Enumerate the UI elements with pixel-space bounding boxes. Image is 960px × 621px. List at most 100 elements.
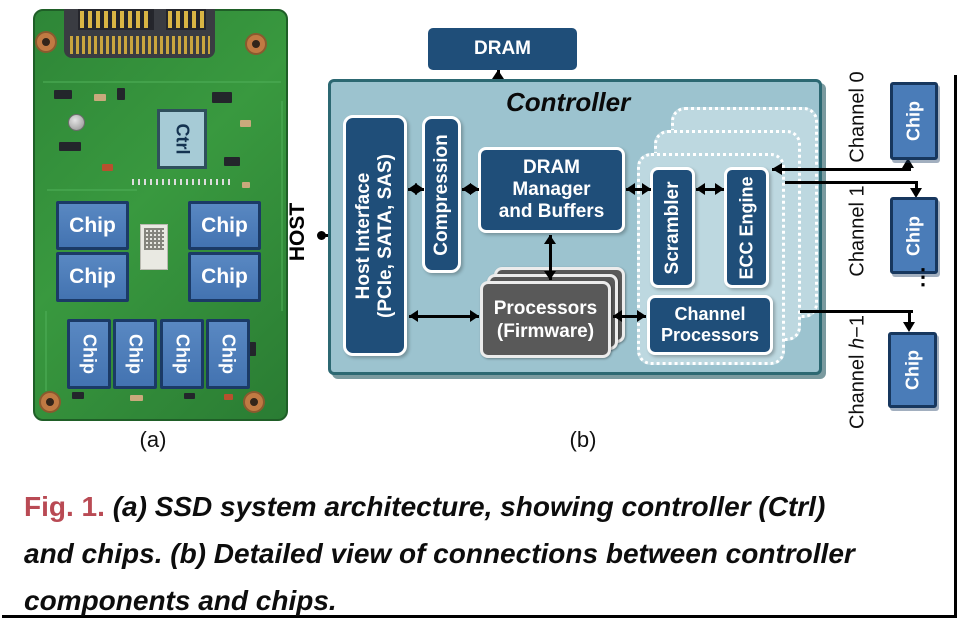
host-interface-box: Host Interface (PCIe, SATA, SAS)	[343, 115, 407, 356]
panel-b-label: (b)	[569, 427, 597, 452]
bottom-border-rule	[2, 615, 957, 618]
channel1-bus-drop	[915, 181, 918, 189]
channel-processors-line2: Processors	[660, 325, 760, 345]
dram-manager-line3: and Buffers	[498, 201, 605, 222]
channelh-chip: Chip	[888, 332, 937, 408]
dram-box: DRAM	[428, 28, 577, 70]
pcb-component	[59, 142, 81, 151]
channel-ellipsis: ⋮	[912, 264, 934, 289]
channel0-chip-arrowhead	[902, 158, 914, 168]
dram-manager-line2: Manager	[512, 179, 591, 200]
pcb-component	[242, 182, 250, 188]
chip-label: Chip	[69, 265, 116, 288]
scrambler-label: Scrambler	[661, 181, 683, 274]
channel-processors-box: Channel Processors	[647, 295, 773, 355]
channelh-chip-arrowhead	[903, 322, 915, 332]
chip-label: Chip	[902, 350, 922, 390]
sata-pins-segment	[78, 9, 154, 30]
channelh-label: Channel h−1	[847, 315, 870, 429]
controller-title: Controller	[506, 87, 631, 117]
pcb-component	[72, 392, 84, 399]
board-label-code	[144, 228, 164, 250]
flash-chip-overlay: Chip	[160, 319, 204, 389]
compression-label: Compression	[430, 133, 452, 256]
pcb-trace	[281, 101, 283, 311]
host-connection-dot	[317, 231, 326, 240]
pcb-component	[54, 90, 72, 99]
chip-label: Chip	[79, 334, 100, 374]
flash-chip-overlay: Chip	[113, 319, 157, 389]
board-label	[140, 224, 168, 270]
chip-label: Chip	[218, 334, 239, 374]
dram-manager-line1: DRAM	[523, 157, 580, 178]
host-interface-line1: Host Interface	[353, 172, 374, 299]
caption-line2: and chips. (b) Detailed view of connecti…	[24, 538, 855, 569]
pcb-component	[117, 88, 125, 100]
ecc-engine-box: ECC Engine	[724, 167, 769, 288]
channelh-var: h	[846, 337, 869, 349]
host-interface-label: Host Interface (PCIe, SATA, SAS)	[353, 154, 397, 318]
channel1-chip: Chip	[890, 197, 938, 274]
channel1-label-wrap: Channel 1	[845, 183, 871, 279]
ctrl-label: Ctrl	[172, 123, 193, 155]
arrow-drammanager-processors	[544, 235, 556, 280]
chip-label: Chip	[903, 101, 924, 141]
figure-caption: Fig. 1. (a) SSD system architecture, sho…	[24, 483, 944, 621]
channelh-pre: Channel	[846, 348, 869, 429]
flash-chip-overlay: Chip	[67, 319, 111, 389]
panel-a-label: (a)	[139, 427, 167, 452]
channel1-bus-line	[785, 181, 918, 184]
arrow-scrambler-ecc	[696, 183, 724, 195]
channelh-label-wrap: Channel h−1	[845, 305, 871, 439]
dram-manager-box: DRAM Manager and Buffers	[478, 147, 625, 233]
chip-label: Chip	[69, 213, 116, 237]
screw-hole	[247, 35, 265, 53]
sata-pinfield	[70, 36, 210, 54]
controller-chip-overlay: Ctrl	[157, 109, 207, 169]
sata-pins-segment	[166, 9, 206, 30]
arrow-processors-channelproc	[613, 310, 646, 322]
screw-hole	[37, 33, 55, 51]
channelh-post: −1	[846, 315, 869, 338]
channel1-label: Channel 1	[846, 185, 869, 277]
channelh-bus-line	[800, 310, 913, 313]
pcb-component	[224, 157, 240, 166]
chip-label: Chip	[201, 213, 248, 237]
pin-header-row	[132, 179, 232, 185]
compression-box: Compression	[422, 116, 461, 273]
right-border-rule	[954, 75, 957, 618]
flash-chip-overlay: Chip	[56, 201, 129, 250]
flash-chip-overlay: Chip	[206, 319, 250, 389]
channel0-bus-line	[772, 168, 911, 171]
pcb-component	[224, 394, 233, 400]
ssd-board-photo: Ctrl Chip Chip Chip Chip Chip Chip Chip …	[33, 9, 288, 421]
flash-chip-overlay: Chip	[188, 252, 261, 302]
capacitor	[68, 114, 85, 131]
dram-label: DRAM	[474, 38, 531, 59]
flash-chip-overlay: Chip	[188, 201, 261, 250]
pcb-component	[102, 164, 113, 171]
pcb-component	[212, 92, 232, 103]
flash-chip-overlay: Chip	[56, 252, 129, 302]
ecc-engine-label: ECC Engine	[736, 175, 756, 280]
caption-text: (a) SSD system architecture, showing con…	[105, 491, 826, 522]
pcb-trace	[45, 311, 47, 391]
chip-label: Chip	[903, 215, 924, 256]
screw-hole	[41, 393, 59, 411]
screw-hole	[245, 393, 263, 411]
figure-number: Fig. 1.	[24, 491, 105, 522]
pcb-component	[184, 393, 195, 399]
arrow-drammanager-scrambler	[626, 183, 651, 195]
channel0-chip: Chip	[890, 82, 938, 160]
pcb-component	[94, 94, 106, 101]
host-label-wrap: HOST	[282, 195, 314, 269]
pcb-trace	[47, 189, 137, 191]
caption-line3: components and chips.	[24, 585, 337, 616]
channel0-bus-arrowhead-left	[772, 163, 782, 175]
host-label: HOST	[286, 202, 309, 262]
channel0-label: Channel 0	[846, 71, 869, 163]
arrow-hostif-processors	[409, 310, 479, 322]
scrambler-box: Scrambler	[650, 167, 695, 288]
pcb-component	[240, 120, 251, 127]
